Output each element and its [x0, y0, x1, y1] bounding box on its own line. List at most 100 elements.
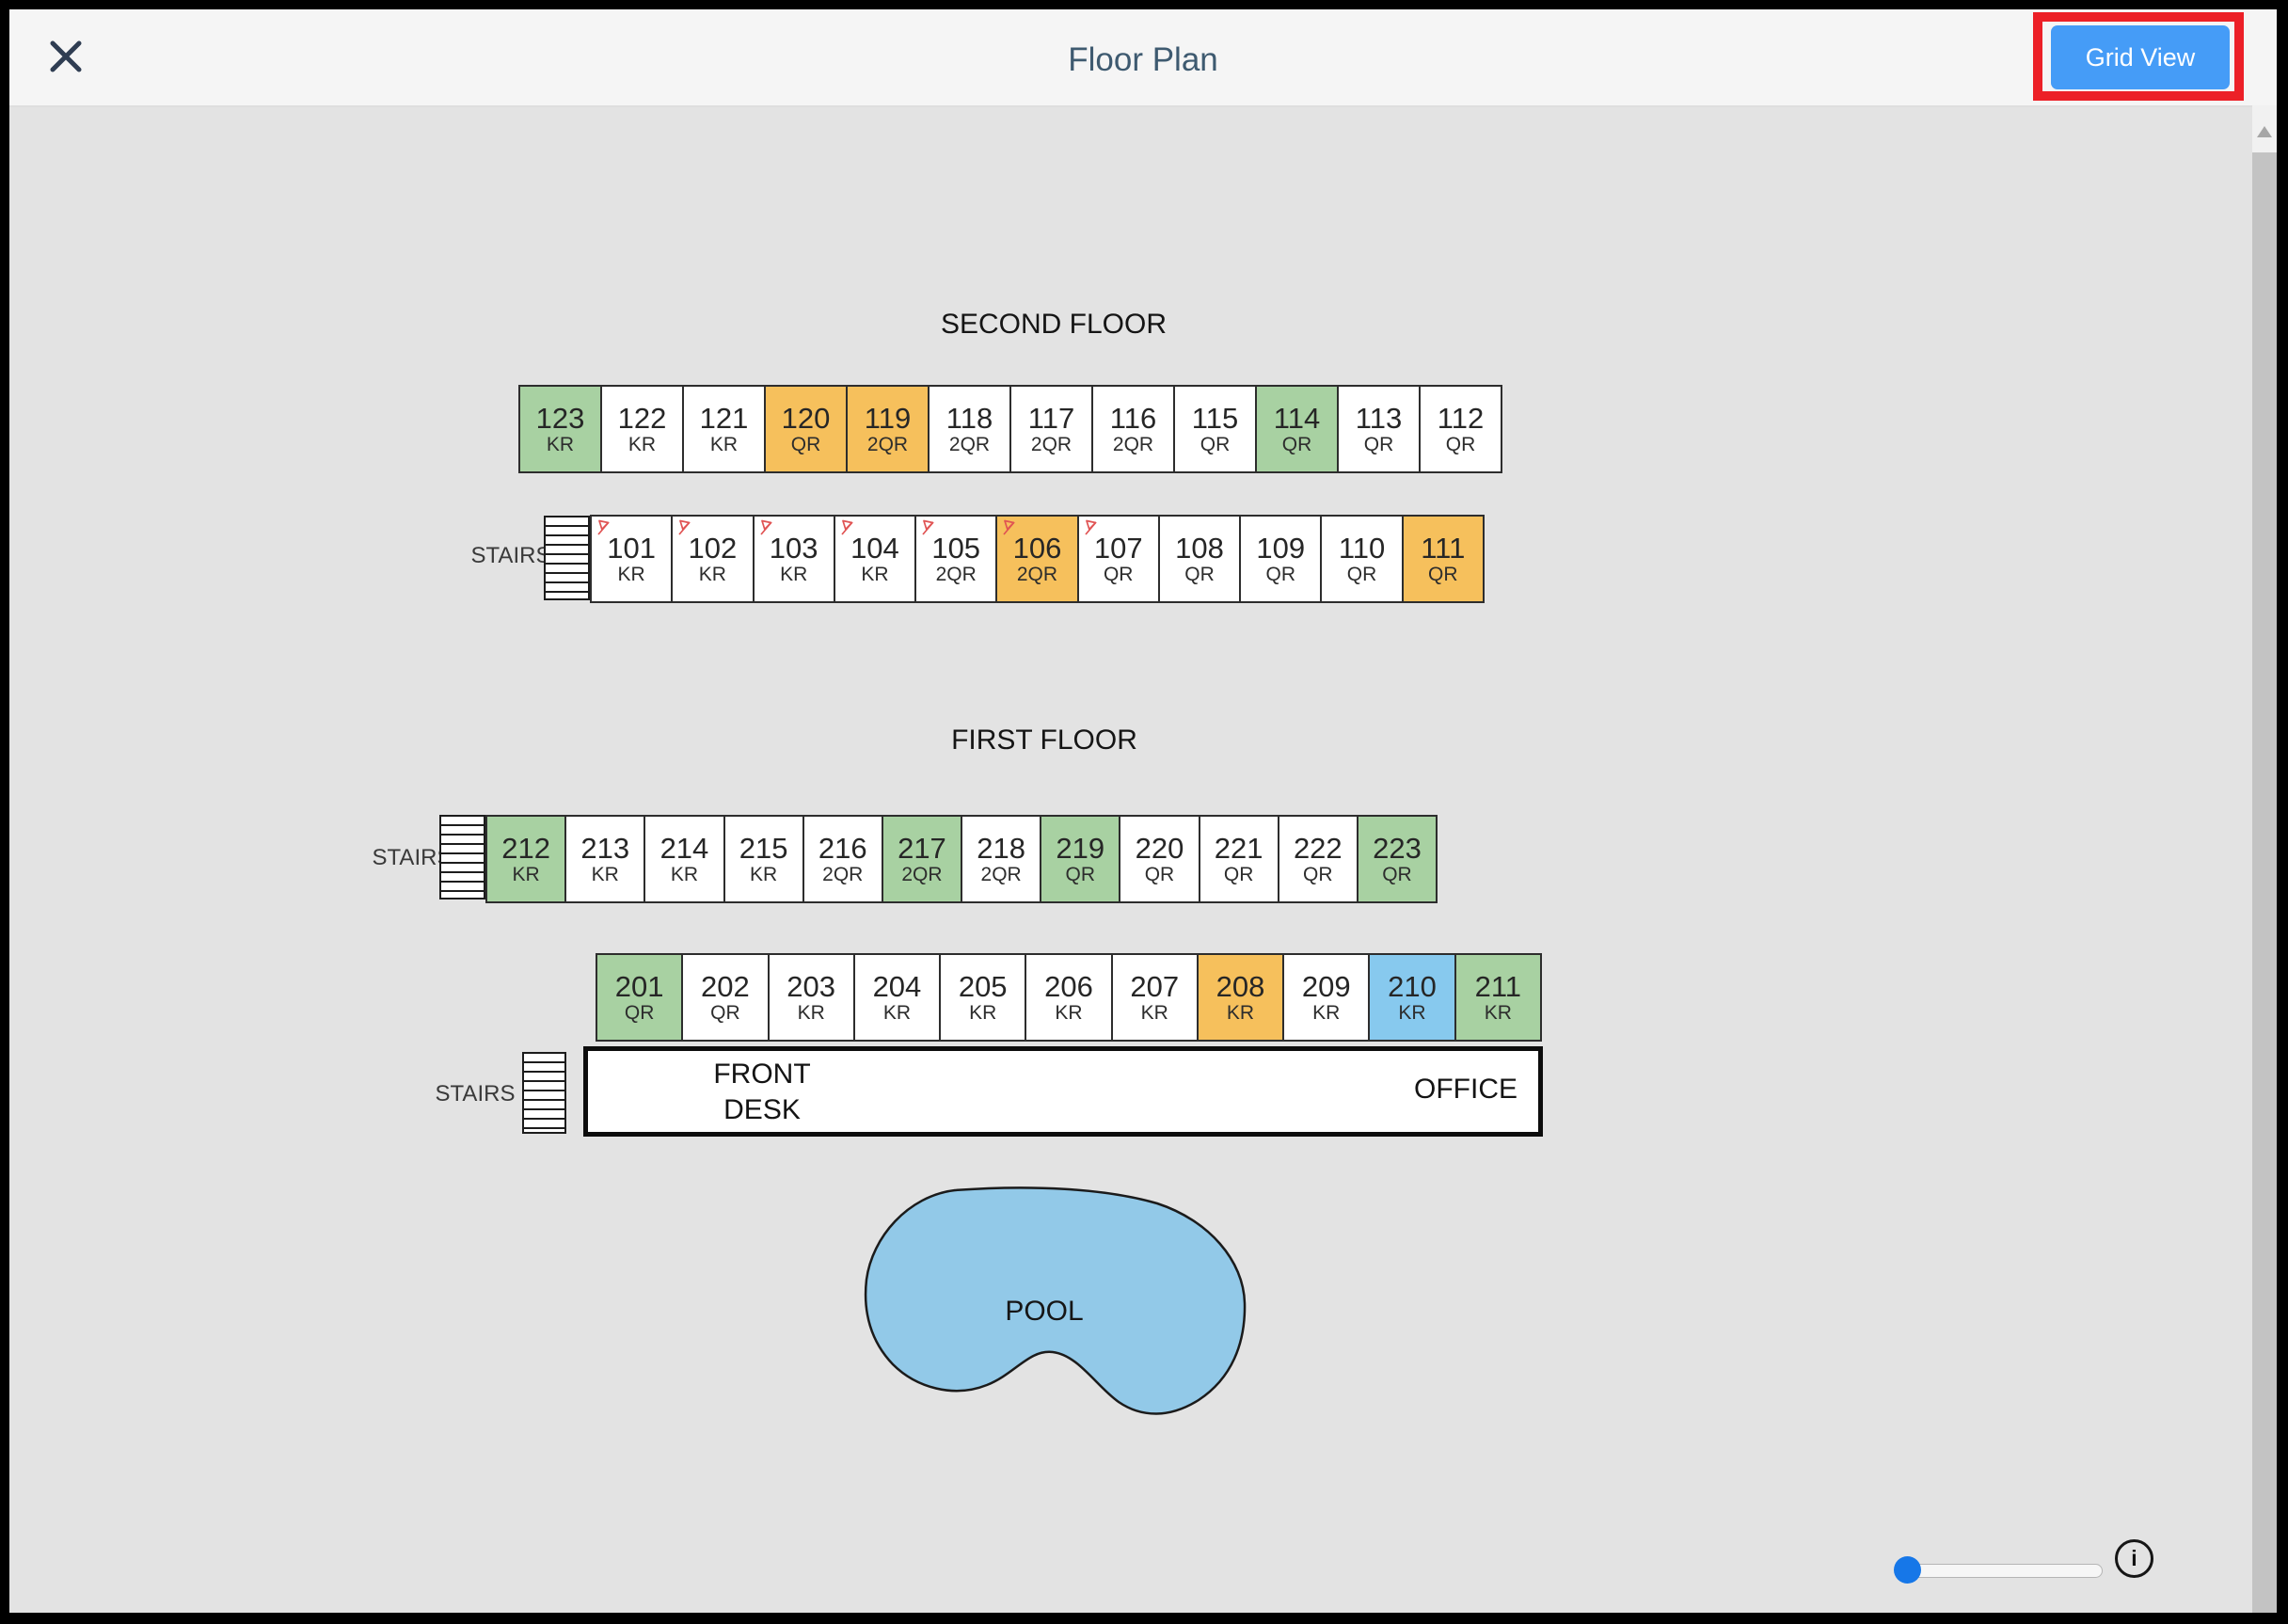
room-type: 2QR: [901, 863, 943, 885]
grid-view-button[interactable]: Grid View: [2051, 25, 2230, 89]
room-type: KR: [709, 433, 739, 455]
room-number: 217: [898, 831, 946, 865]
room-type: 2QR: [822, 863, 864, 885]
room-number: 222: [1293, 831, 1343, 865]
room-type: KR: [1312, 1001, 1341, 1024]
room-number: 111: [1421, 531, 1466, 565]
room-type: KR: [969, 1001, 997, 1024]
room-number: 114: [1273, 401, 1321, 435]
room-number: 214: [659, 831, 709, 865]
room-number: 219: [1056, 831, 1105, 865]
room-number: 115: [1191, 401, 1239, 435]
room-number: 109: [1256, 531, 1306, 565]
stairs-label-lobby: STAIRS: [435, 1081, 516, 1107]
room-number: 110: [1338, 531, 1386, 565]
room-number: 204: [872, 969, 922, 1003]
first-floor-label: FIRST FLOOR: [951, 724, 1137, 756]
room-type: KR: [1140, 1001, 1168, 1024]
info-icon[interactable]: i: [2115, 1539, 2153, 1578]
room-number: 220: [1135, 831, 1184, 865]
room-type: QR: [1428, 563, 1458, 585]
room-type: KR: [1398, 1001, 1426, 1024]
close-icon[interactable]: [45, 36, 87, 77]
office-label: OFFICE: [1414, 1074, 1517, 1105]
room-type: QR: [1281, 433, 1312, 455]
pool-label: POOL: [1005, 1296, 1084, 1327]
room-number: 205: [958, 969, 1008, 1003]
room-number: 107: [1093, 531, 1143, 565]
room-type: QR: [1184, 563, 1215, 585]
room-number: 212: [501, 831, 550, 865]
room-number: 116: [1109, 401, 1157, 435]
room-type: KR: [591, 863, 619, 885]
annotation-highlight-box: [2033, 12, 2244, 101]
scrollbar-thumb[interactable]: [2252, 152, 2277, 1613]
room-number: 206: [1044, 969, 1093, 1003]
room-type: QR: [1445, 433, 1476, 455]
zoom-slider-track[interactable]: [1908, 1564, 2103, 1578]
room-type: KR: [546, 433, 575, 455]
room-number: 203: [786, 969, 836, 1003]
room-number: 103: [769, 531, 818, 565]
room-number: 209: [1301, 969, 1351, 1003]
zoom-slider-thumb[interactable]: [1894, 1556, 1921, 1584]
stairs-icon-first-floor: [439, 815, 485, 900]
room-type: QR: [1382, 863, 1412, 885]
room-type: 2QR: [1016, 563, 1058, 585]
scrollbar-up-arrow-icon[interactable]: [2257, 126, 2272, 137]
room-type: QR: [1065, 863, 1096, 885]
housekeeping-flag-icon: [595, 518, 613, 542]
room-type: KR: [512, 863, 540, 885]
housekeeping-flag-icon: [675, 518, 694, 542]
